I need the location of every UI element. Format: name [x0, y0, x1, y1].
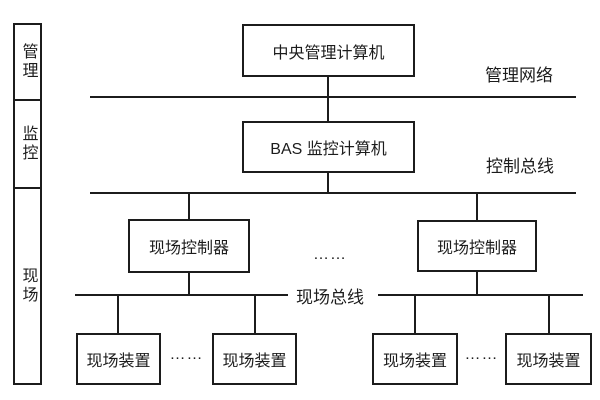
field-device-2-label: 现场装置: [222, 353, 287, 370]
bas-monitoring-computer-node: BAS 监控计算机: [242, 121, 415, 173]
layer-sidebar: 管理 监控 现场: [13, 23, 42, 385]
layer-section-monitoring: 监控: [15, 101, 40, 189]
field-device-3-label: 现场装置: [382, 353, 447, 370]
ellipsis-between-controllers: ……: [313, 246, 347, 263]
field-controller-left-label: 现场控制器: [148, 240, 229, 257]
connector-field-bus-to-device-2: [254, 296, 256, 333]
field-controller-right-label: 现场控制器: [436, 240, 517, 257]
bas-monitoring-computer-label: BAS 监控计算机: [270, 141, 387, 158]
field-controller-left-node: 现场控制器: [128, 219, 250, 273]
field-bus-line-left: [75, 294, 288, 296]
central-management-computer-label: 中央管理计算机: [272, 44, 385, 62]
connector-field-bus-to-device-4: [548, 296, 550, 333]
field-device-1-label: 现场装置: [86, 353, 151, 370]
field-device-3-node: 现场装置: [372, 333, 458, 385]
management-network-line: [90, 96, 576, 98]
field-device-1-node: 现场装置: [76, 333, 161, 385]
connector-control-bus-to-left-controller: [188, 194, 190, 219]
ellipsis-between-devices-right: ……: [464, 346, 499, 363]
connector-bas-to-control-bus: [327, 173, 329, 192]
connector-control-bus-to-right-controller: [476, 194, 478, 220]
connector-management-line-to-bas: [327, 98, 329, 121]
connector-field-bus-to-device-3: [414, 296, 416, 333]
connector-left-controller-to-field-bus: [188, 273, 190, 294]
layer-section-management: 管理: [15, 25, 40, 101]
connector-field-bus-to-device-1: [117, 296, 119, 333]
layer-management-label: 管理: [19, 43, 37, 81]
control-bus-label: 控制总线: [484, 152, 556, 176]
layer-field-label: 现场: [19, 267, 37, 305]
layer-monitoring-label: 监控: [19, 125, 37, 163]
field-device-4-label: 现场装置: [516, 353, 581, 370]
field-device-2-node: 现场装置: [212, 333, 297, 385]
connector-central-to-management-line: [327, 77, 329, 96]
central-management-computer-node: 中央管理计算机: [242, 24, 415, 77]
field-bus-label: 现场总线: [294, 283, 366, 307]
field-device-4-node: 现场装置: [505, 333, 592, 385]
field-controller-right-node: 现场控制器: [417, 220, 537, 272]
layer-section-field: 现场: [15, 189, 40, 383]
field-bus-line-right: [378, 294, 583, 296]
control-bus-line: [90, 192, 576, 194]
management-network-label: 管理网络: [483, 61, 555, 85]
ellipsis-between-devices-left: ……: [169, 346, 204, 363]
connector-right-controller-to-field-bus: [476, 272, 478, 294]
